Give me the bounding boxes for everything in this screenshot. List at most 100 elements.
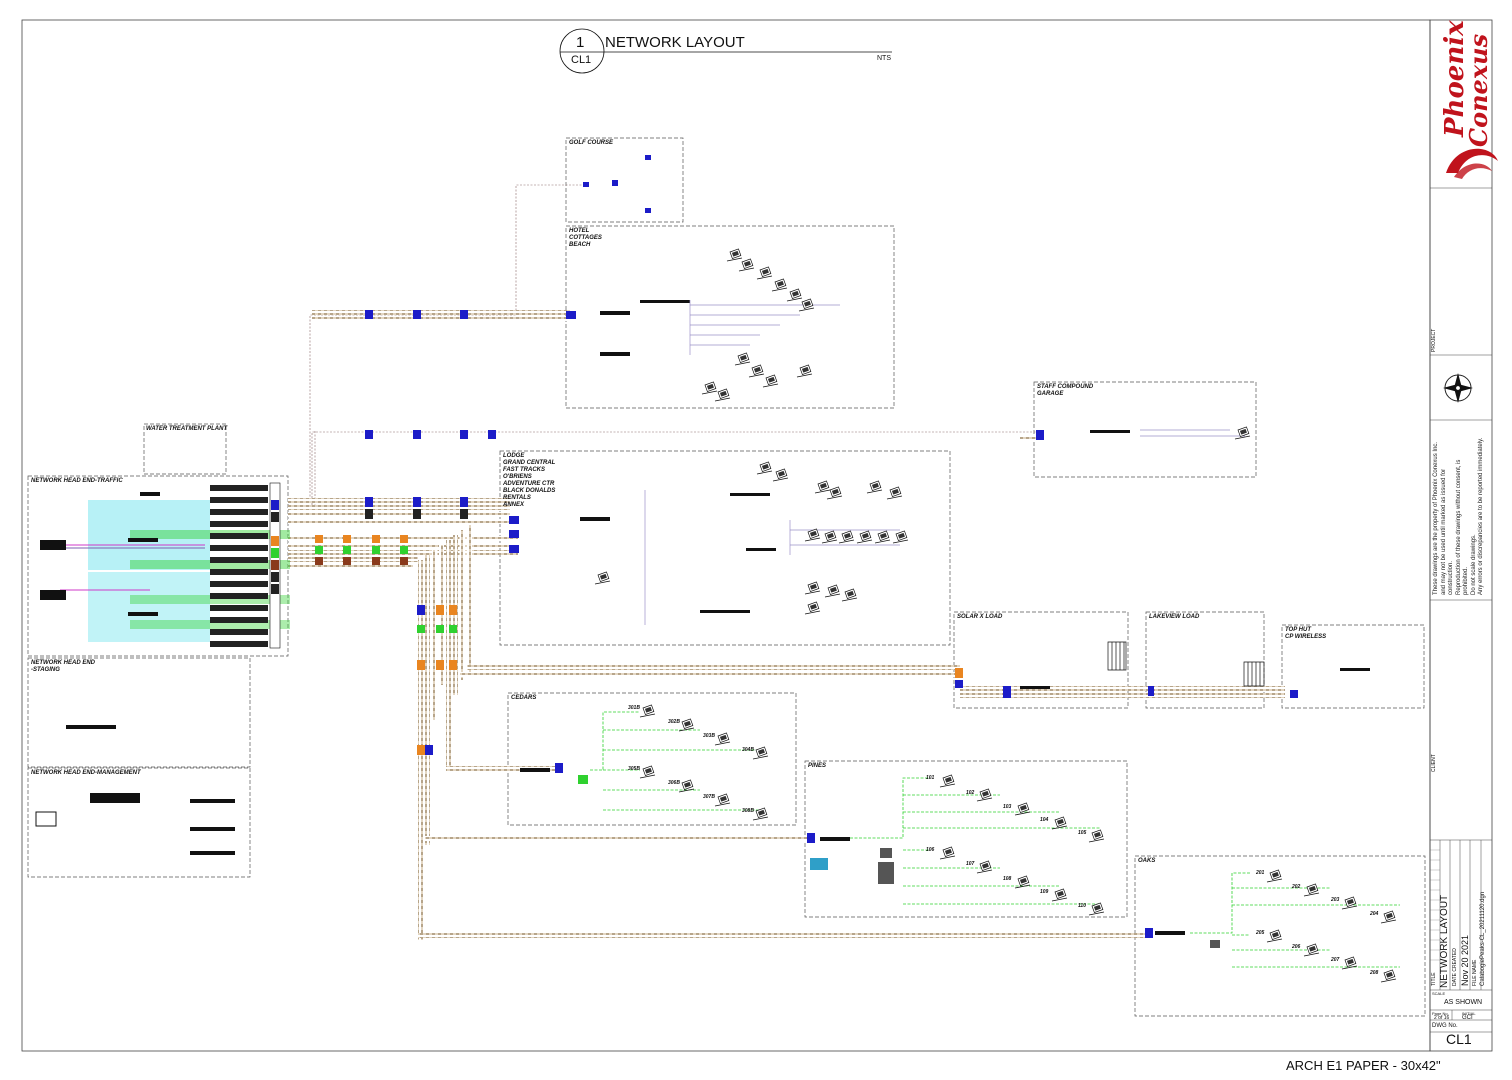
splice-marker bbox=[365, 430, 373, 439]
splice-marker bbox=[372, 535, 380, 543]
access-point-icon bbox=[772, 468, 789, 482]
splice-marker bbox=[583, 182, 589, 187]
access-point-icon bbox=[886, 486, 903, 500]
access-point-icon bbox=[714, 388, 731, 402]
access-point-icon bbox=[726, 248, 743, 262]
title-label: TITLE bbox=[1431, 972, 1437, 986]
access-point-icon bbox=[752, 746, 769, 760]
zone-tophut: TOP HUT CP WIRELESS bbox=[1285, 627, 1327, 640]
access-point-icon bbox=[826, 486, 843, 500]
splice-marker bbox=[343, 535, 351, 543]
access-point-icon bbox=[1014, 802, 1031, 816]
unit-label: 104 bbox=[1040, 817, 1049, 823]
access-point-icon bbox=[804, 581, 821, 595]
file-label: FILE NAME bbox=[1472, 959, 1478, 986]
access-point-icon bbox=[594, 571, 611, 585]
splice-marker bbox=[425, 745, 433, 755]
zone-oaks: OAKS bbox=[1138, 858, 1156, 864]
zone-head-staging: NETWORK HEAD END -STAGING bbox=[31, 660, 95, 673]
splice-marker bbox=[343, 557, 351, 565]
access-point-icon bbox=[1266, 869, 1283, 883]
phoenix-swirl-icon bbox=[1446, 148, 1498, 179]
zone-solar: SOLAR X LOAD bbox=[957, 614, 1003, 620]
access-point-icon bbox=[762, 374, 779, 388]
splice-marker bbox=[413, 497, 421, 507]
unit-label: 303B bbox=[703, 733, 715, 739]
unit-label: 305B bbox=[628, 766, 640, 772]
drawing-title: NETWORK LAYOUT bbox=[1439, 894, 1450, 988]
unit-label: 105 bbox=[1078, 830, 1087, 836]
unit-label: 103 bbox=[1003, 804, 1012, 810]
zone-lodge: LODGE GRAND CENTRAL FAST TRACKS O'BRIENS… bbox=[503, 453, 556, 508]
splice-marker bbox=[400, 535, 408, 543]
access-point-icon bbox=[1380, 910, 1397, 924]
access-point-icon bbox=[678, 718, 695, 732]
access-point-icon bbox=[1088, 829, 1105, 843]
unit-label: 102 bbox=[966, 790, 975, 796]
unit-label: 207 bbox=[1331, 957, 1340, 963]
access-point-icon bbox=[756, 266, 773, 280]
dwg-number: CL1 bbox=[1446, 1031, 1472, 1047]
company-logo: Phoenix Conexus bbox=[1436, 20, 1508, 185]
splice-marker bbox=[417, 745, 425, 755]
access-point-icon bbox=[976, 860, 993, 874]
splice-marker bbox=[413, 430, 421, 439]
splice-marker bbox=[400, 557, 408, 565]
access-point-icon bbox=[771, 278, 788, 292]
splice-marker bbox=[417, 605, 425, 615]
zone-pines: PINES bbox=[808, 763, 827, 769]
access-point-icon bbox=[1088, 902, 1105, 916]
unit-label: 110 bbox=[1078, 903, 1086, 909]
access-point-icon bbox=[939, 774, 956, 788]
unit-label: 106 bbox=[926, 847, 935, 853]
access-point-icon bbox=[756, 461, 773, 475]
splice-marker bbox=[449, 625, 457, 633]
access-point-icon bbox=[1303, 883, 1320, 897]
splice-marker bbox=[449, 660, 457, 670]
splice-marker bbox=[365, 497, 373, 507]
unit-label: 308B bbox=[742, 808, 754, 814]
unit-label: 306B bbox=[668, 780, 680, 786]
zone-lakeview: LAKEVIEW LOAD bbox=[1149, 614, 1200, 620]
unit-label: 201 bbox=[1256, 870, 1265, 876]
project-label: PROJECT bbox=[1431, 328, 1437, 352]
access-point-icon bbox=[856, 530, 873, 544]
unit-label: 307B bbox=[703, 794, 715, 800]
page-title: NETWORK LAYOUT bbox=[605, 34, 745, 51]
unit-label: 203 bbox=[1331, 897, 1340, 903]
unit-label: 101 bbox=[926, 775, 935, 781]
splice-marker bbox=[372, 557, 380, 565]
zone-staff-compound: STAFF COMPOUND GARAGE bbox=[1037, 384, 1094, 397]
splice-marker bbox=[488, 430, 496, 439]
title-sheet-ref: CL1 bbox=[571, 54, 592, 66]
access-point-icon bbox=[1051, 816, 1068, 830]
unit-label: 107 bbox=[966, 861, 975, 867]
unit-label: 301B bbox=[628, 705, 640, 711]
splice-marker bbox=[315, 546, 323, 554]
splice-marker bbox=[460, 509, 468, 519]
splice-marker bbox=[449, 605, 457, 615]
page-value: 2 of 16 bbox=[1434, 1015, 1450, 1021]
splice-marker bbox=[315, 557, 323, 565]
access-point-icon bbox=[1234, 426, 1251, 440]
access-point-icon bbox=[874, 530, 891, 544]
access-point-icon bbox=[734, 352, 751, 366]
page-label: Page No. bbox=[1432, 1011, 1449, 1016]
access-point-icon bbox=[796, 364, 813, 378]
splice-marker bbox=[436, 625, 444, 633]
access-point-icon bbox=[1341, 896, 1358, 910]
client-label: CLIENT bbox=[1431, 754, 1437, 772]
splice-marker bbox=[413, 310, 421, 319]
splice-marker bbox=[436, 660, 444, 670]
paper-size: ARCH E1 PAPER - 30x42" bbox=[1286, 1058, 1441, 1073]
access-point-icon bbox=[639, 704, 656, 718]
splice-marker bbox=[400, 546, 408, 554]
access-point-icon bbox=[821, 530, 838, 544]
unit-label: 304B bbox=[742, 747, 754, 753]
access-point-icon bbox=[714, 732, 731, 746]
access-point-icon bbox=[838, 530, 855, 544]
access-point-icon bbox=[786, 288, 803, 302]
access-point-icon bbox=[1051, 888, 1068, 902]
unit-label: 204 bbox=[1370, 911, 1379, 917]
